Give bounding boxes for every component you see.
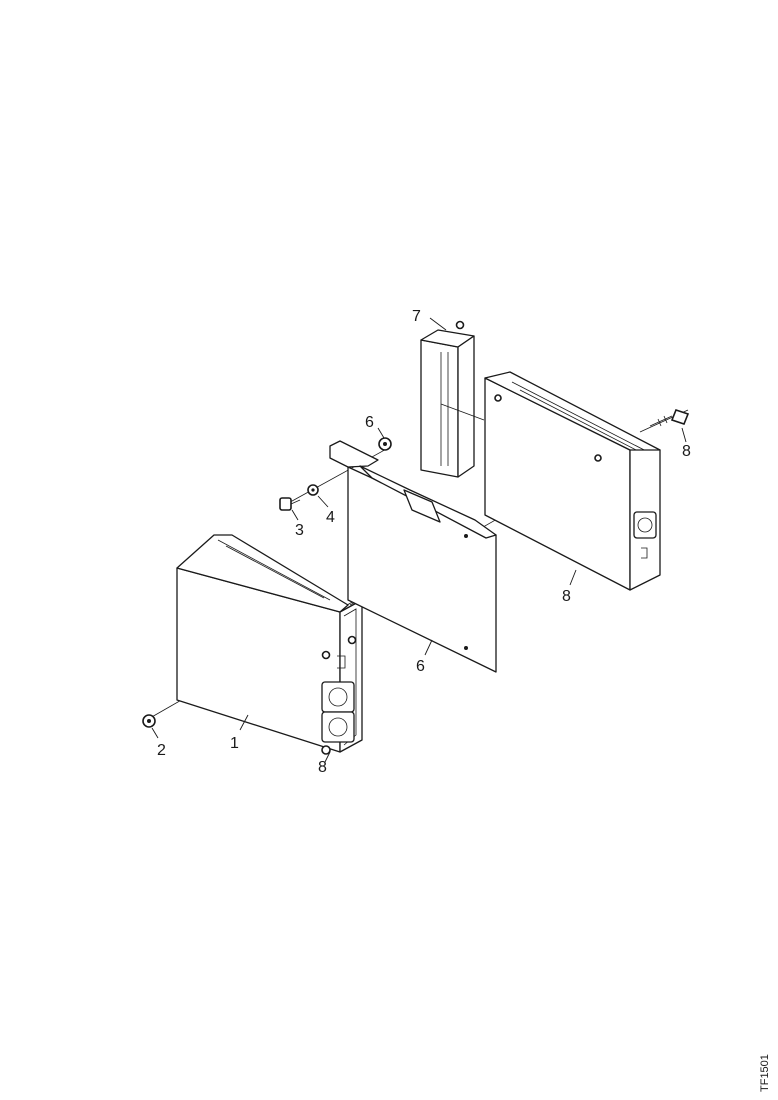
part-8-mount-hole [594,454,602,462]
part-8-screw [649,409,690,427]
part-6-standoff-center [383,442,387,446]
part-8-flange-line-2 [519,389,641,453]
leader-6-board [424,639,433,656]
part-8-bracket [641,547,648,559]
part-6-circuit-board [329,440,497,673]
part-1-connector-ring-a [328,687,348,707]
leader-1 [239,714,249,731]
part-8-corner-hole [494,394,502,402]
part-3-screw [279,497,301,511]
part-7-bracket-rib [440,403,485,421]
part-3-screw-shank [290,499,301,505]
callout-7: 7 [412,308,421,325]
callout-labels: 1 2 3 4 6 6 7 8 8 8 [157,308,691,776]
part-8-flange-line [511,381,653,455]
part-1-flange-line [217,539,331,601]
callout-8-rear-chassis: 8 [562,588,571,605]
callout-8-front: 8 [318,759,327,776]
part-1-flange-line-2 [225,545,325,599]
part-1-foot [321,745,331,755]
callout-6-board: 6 [416,658,425,675]
part-6-standoff [378,437,392,451]
part-1-connector-lower [321,711,355,743]
part-1-mount-hole-a [321,650,331,660]
part-7-bracket-side [457,335,475,478]
part-1-top-lip [176,534,349,613]
callout-6-standoff: 6 [365,414,374,431]
callout-4: 4 [326,509,335,526]
callout-3: 3 [295,522,304,539]
part-7-fastener [455,320,465,330]
leader-8-screw [681,427,687,443]
part-6-board-component [403,489,441,523]
part-8-screw-thread-a [663,415,668,424]
leader-8-rear [569,569,577,586]
part-2-nut-center [147,719,151,723]
part-8-screw-head [670,409,690,425]
leader-2 [151,727,159,739]
part-6-board-hole-b [464,646,468,650]
leader-7 [429,317,447,331]
part-4-washer [307,484,319,496]
part-8-screw-thread-b [657,418,662,427]
leader-4 [317,495,329,508]
part-6-board-hole-a [464,534,468,538]
callout-8-screw: 8 [682,443,691,460]
part-6-board-tab [329,440,379,468]
figure-identifier: TF1501 [759,1054,771,1092]
part-1-connector-ring-b [328,717,348,737]
part-8-connector [633,511,657,539]
leader-3 [291,509,299,521]
part-4-washer-center [311,488,315,492]
part-1-bracket [337,655,346,669]
part-2-nut [142,714,156,728]
part-8-connector-ring [637,517,653,533]
part-8-rear-chassis [484,371,661,591]
leader-lines [151,317,687,763]
part-7-bracket [420,320,485,478]
leader-6-top [377,427,385,439]
callout-2: 2 [157,742,166,759]
part-3-screw-head [279,497,292,511]
part-8-screw-shank [649,415,673,427]
callout-1: 1 [230,735,239,752]
part-1-mount-hole-b [347,635,357,645]
leader-8-front [324,751,331,763]
part-1-connector-upper [321,681,355,713]
part-1-front-chassis [176,534,363,755]
